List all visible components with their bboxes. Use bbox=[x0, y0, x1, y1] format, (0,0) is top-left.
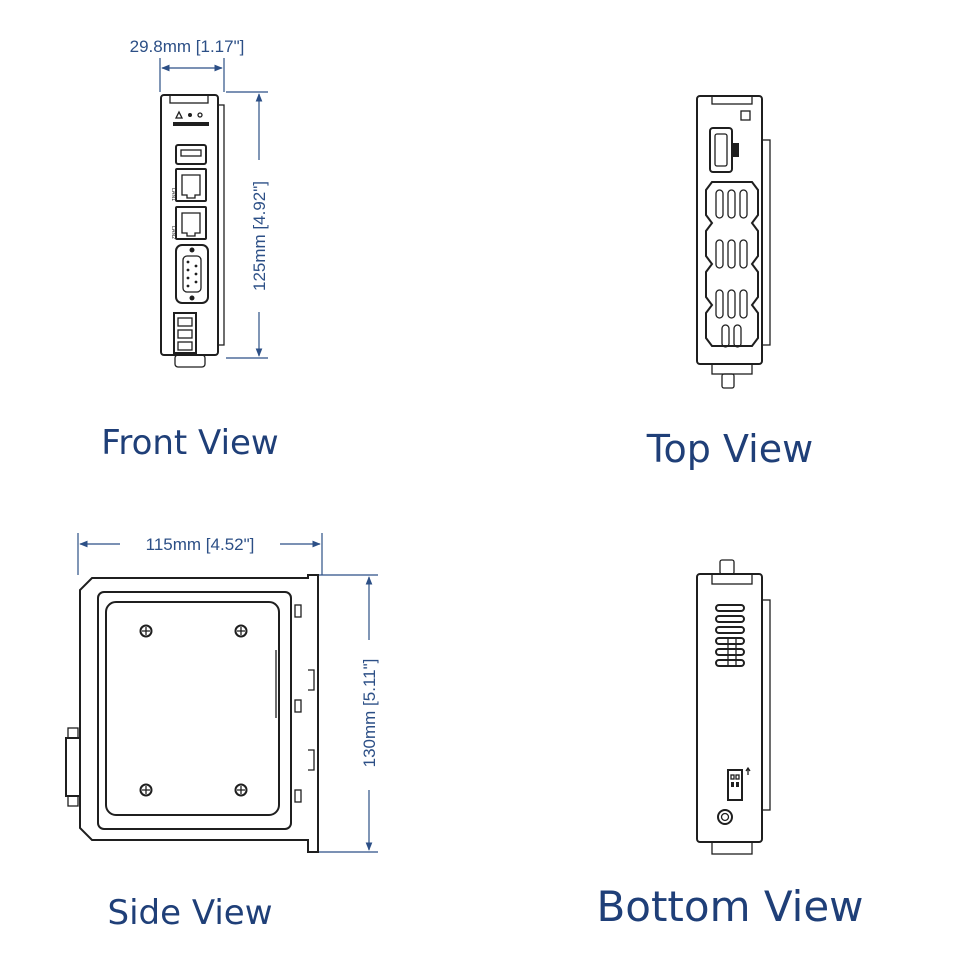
front-width-label: 29.8mm [1.17"] bbox=[130, 37, 245, 56]
front-view: 29.8mm [1.17"] 125mm [4.92"] bbox=[130, 37, 269, 368]
top-small-square bbox=[740, 110, 751, 121]
din-rail-slots bbox=[294, 604, 315, 803]
top-view-title: Top View bbox=[646, 427, 813, 471]
hdmi-port bbox=[709, 127, 739, 173]
side-height-dimension: 130mm [5.11"] bbox=[318, 574, 379, 853]
front-body bbox=[160, 94, 219, 356]
top-rear-clip bbox=[711, 95, 753, 105]
com-port bbox=[175, 244, 209, 304]
usb-port bbox=[175, 144, 207, 165]
bottom-vent-dividers bbox=[727, 638, 737, 666]
side-width-label: 115mm [4.52"] bbox=[146, 535, 255, 554]
svg-text:LAN1: LAN1 bbox=[170, 188, 176, 201]
top-side-edge bbox=[761, 139, 771, 346]
lan2-port: LAN2 bbox=[170, 206, 207, 240]
side-view-title: Side View bbox=[107, 893, 272, 933]
front-side-edge bbox=[217, 104, 225, 346]
side-frame bbox=[97, 591, 292, 830]
side-connector bbox=[65, 727, 81, 807]
side-height-label: 130mm [5.11"] bbox=[360, 659, 379, 768]
front-bottom-clip bbox=[174, 354, 206, 368]
side-view: 115mm [4.52"] 130mm [5.11"] bbox=[65, 533, 379, 853]
top-connector-stub bbox=[721, 373, 735, 389]
bottom-lower-clip bbox=[711, 841, 753, 855]
reset-button-icon bbox=[717, 809, 733, 825]
bottom-view-title: Bottom View bbox=[596, 882, 863, 931]
power-terminal bbox=[173, 312, 197, 354]
front-height-dimension: 125mm [4.92"] bbox=[226, 91, 269, 359]
front-width-dimension: 29.8mm [1.17"] bbox=[130, 37, 245, 92]
svg-text:LAN2: LAN2 bbox=[170, 226, 176, 239]
side-width-dimension: 115mm [4.52"] bbox=[77, 533, 323, 575]
front-height-label: 125mm [4.92"] bbox=[250, 181, 269, 291]
side-panel bbox=[105, 601, 280, 816]
bottom-side-edge bbox=[761, 599, 771, 811]
front-view-title: Front View bbox=[101, 423, 279, 463]
top-view bbox=[696, 95, 771, 389]
bottom-top-clip bbox=[711, 573, 753, 585]
top-front-clip bbox=[711, 363, 753, 375]
bottom-vent-slots bbox=[715, 604, 745, 667]
bottom-body bbox=[696, 573, 763, 843]
front-top-clip bbox=[169, 94, 209, 104]
led-indicators bbox=[173, 110, 209, 126]
dip-switch bbox=[727, 766, 751, 801]
screw-icon bbox=[139, 624, 248, 797]
side-body bbox=[79, 574, 319, 853]
bottom-view bbox=[696, 559, 771, 855]
top-vent-grille bbox=[705, 181, 759, 348]
bottom-connector-stub bbox=[719, 559, 735, 575]
lan1-port: LAN1 bbox=[170, 168, 207, 202]
